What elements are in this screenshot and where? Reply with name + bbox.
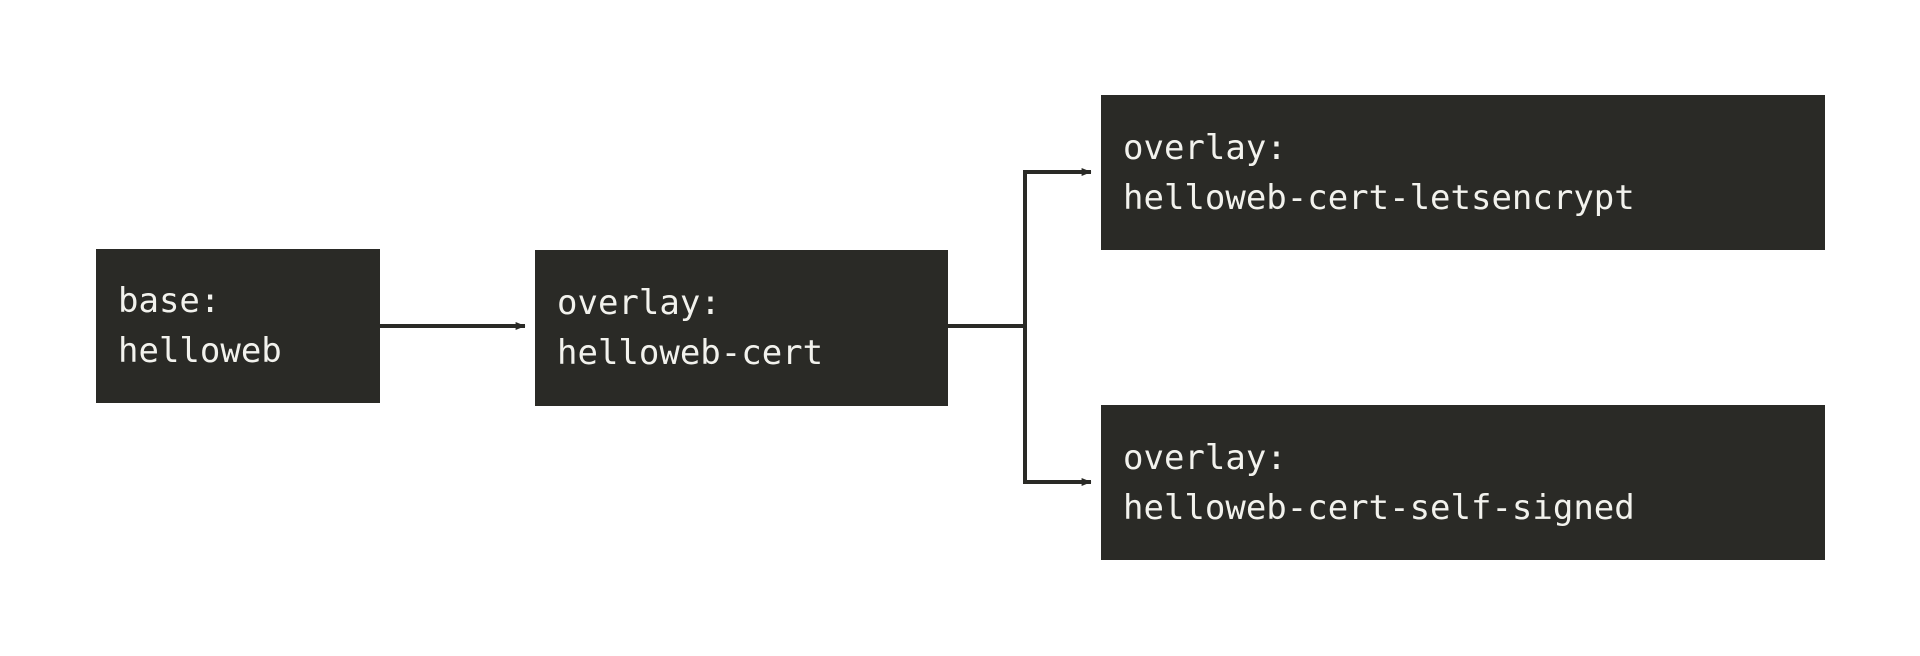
node-base-helloweb-kind-label: base: — [118, 281, 221, 321]
node-overlay-helloweb-cert-letsencrypt-kind-label: overlay: — [1123, 127, 1287, 168]
node-base-helloweb[interactable]: base: helloweb — [96, 249, 380, 403]
edge-overlay-cert-to-self-signed — [948, 324, 1092, 486]
node-overlay-helloweb-cert-letsencrypt-name-label: helloweb-cert-letsencrypt — [1123, 177, 1635, 218]
node-overlay-helloweb-cert-self-signed-name-label: helloweb-cert-self-signed — [1123, 487, 1635, 528]
edge-overlay-cert-to-letsencrypt — [948, 168, 1092, 328]
node-overlay-helloweb-cert-self-signed-kind-label: overlay: — [1123, 437, 1287, 478]
node-base-helloweb-name-label: helloweb — [118, 331, 282, 371]
node-overlay-helloweb-cert-letsencrypt[interactable]: overlay: helloweb-cert-letsencrypt — [1101, 95, 1825, 250]
node-overlay-helloweb-cert[interactable]: overlay: helloweb-cert — [535, 250, 948, 406]
node-overlay-helloweb-cert-kind-label: overlay: — [557, 283, 721, 323]
node-overlay-helloweb-cert-self-signed[interactable]: overlay: helloweb-cert-self-signed — [1101, 405, 1825, 560]
node-overlay-helloweb-cert-name-label: helloweb-cert — [557, 333, 824, 373]
